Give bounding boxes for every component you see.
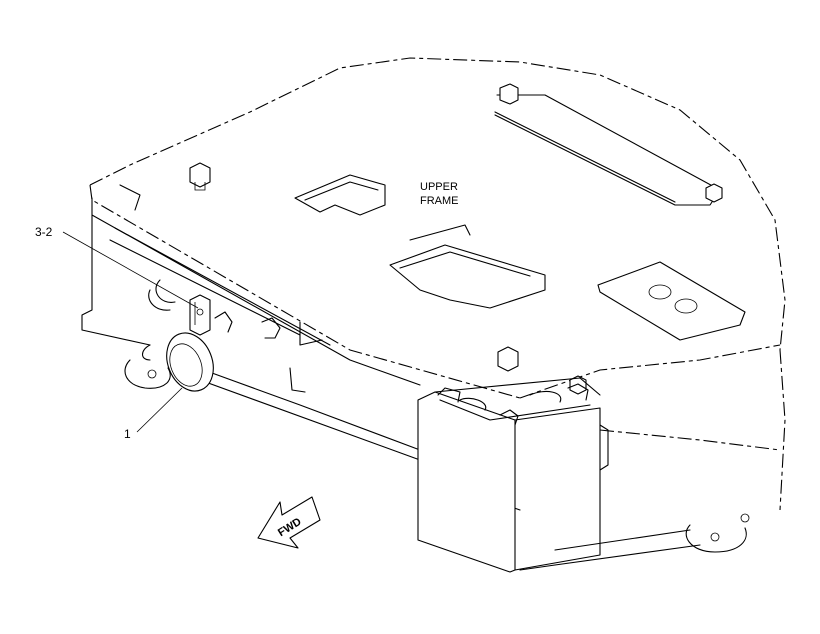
frame-label-line2: FRAME: [420, 195, 459, 207]
frame-label-line1: UPPER: [420, 181, 458, 193]
horn-bracket: [189, 294, 323, 393]
bolt-icon: [499, 83, 519, 105]
fwd-arrow-icon: [257, 496, 321, 549]
frame-phantom-outline: [89, 57, 786, 511]
rear-slot: [494, 94, 721, 206]
access-plate: [597, 261, 746, 341]
front-housing: [417, 377, 609, 573]
bolts: [189, 83, 723, 395]
callout-leaders: [62, 231, 199, 433]
frame-openings: [294, 174, 546, 309]
bolt-icon: [189, 162, 211, 191]
callout-label-horn: 1: [124, 427, 131, 441]
bolt-icon: [705, 183, 723, 203]
bolt-icon: [497, 346, 519, 372]
callout-label-bracket: 3-2: [35, 225, 53, 239]
horn-assembly: [148, 279, 214, 392]
bolt-icon: [569, 375, 587, 395]
